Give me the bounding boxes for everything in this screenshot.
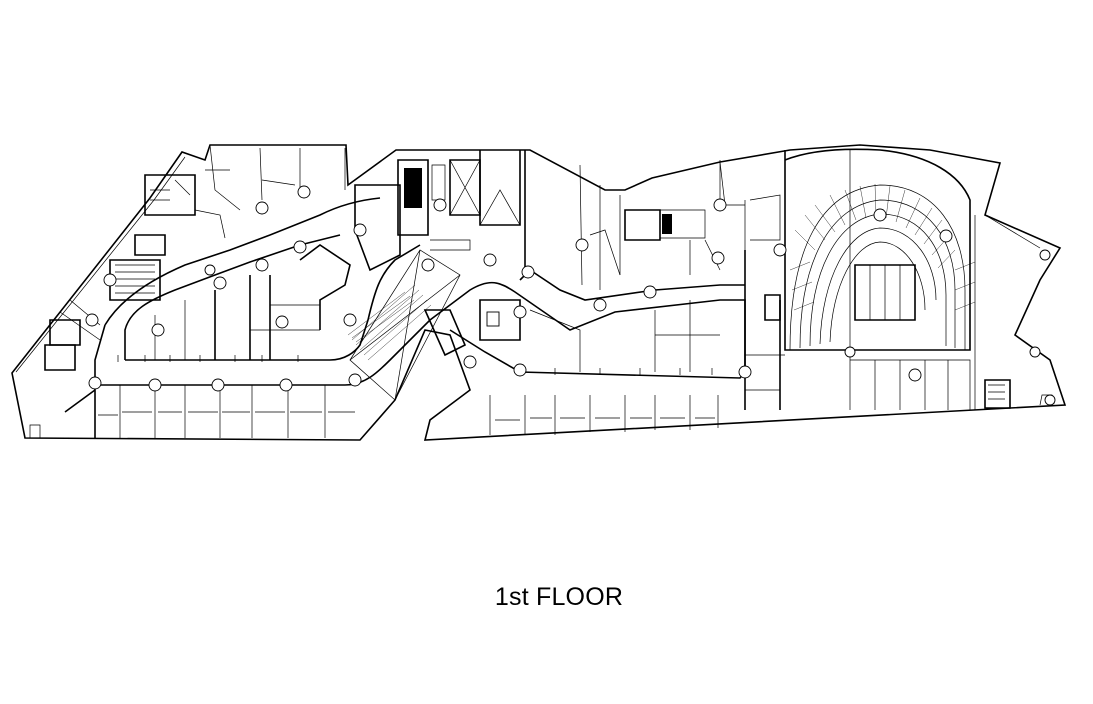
floor-title: 1st FLOOR xyxy=(494,583,624,611)
central-core xyxy=(354,150,521,272)
structural-columns xyxy=(85,185,1056,406)
north-middle-rooms xyxy=(524,150,781,290)
south-west-rooms xyxy=(64,385,355,438)
facade-mullions xyxy=(117,355,713,375)
north-west-rooms xyxy=(154,144,351,360)
east-corridor xyxy=(519,250,785,410)
auditorium xyxy=(764,148,976,410)
far-west-block xyxy=(44,174,196,371)
west-wing-outline xyxy=(11,144,1067,441)
south-middle-rooms xyxy=(479,299,720,435)
atrium-void xyxy=(347,249,467,401)
